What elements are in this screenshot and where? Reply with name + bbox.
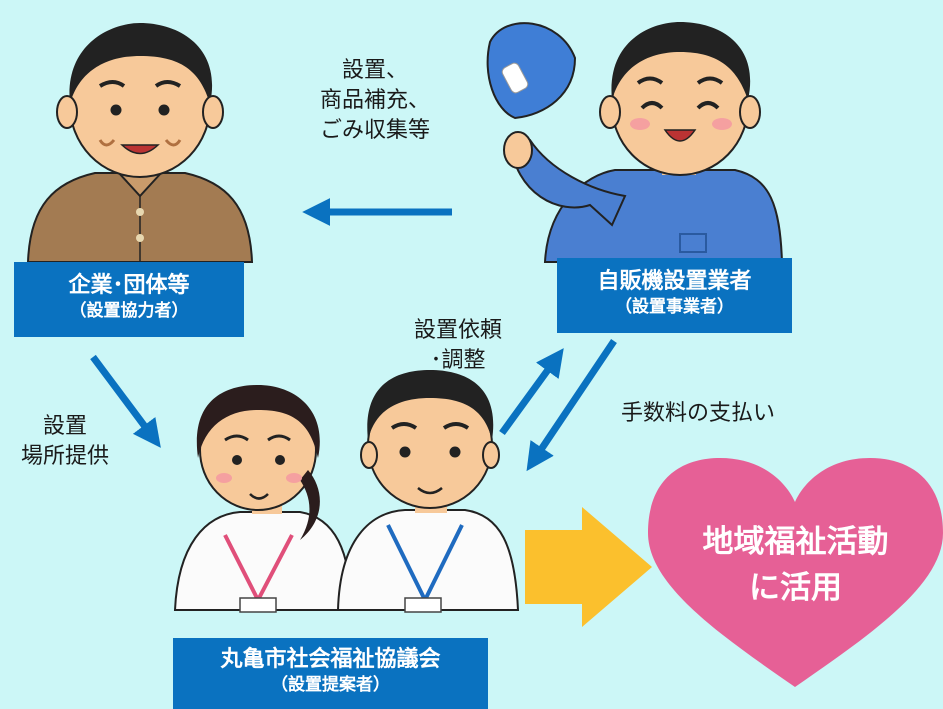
yellow-arrow — [525, 507, 652, 627]
vendor-label-box: 自販機設置業者 （設置事業者） — [557, 258, 792, 333]
company-role-label: （設置協力者） — [69, 301, 189, 321]
heart-shape — [648, 458, 943, 687]
arrow-vendor-to-council — [526, 339, 617, 472]
edge-label-council-to-vendor: 設置依頼 ･調整 — [413, 318, 502, 373]
arrow-company-to-council — [90, 354, 161, 448]
council-label-box: 丸亀市社会福祉協議会 （設置提案者） — [173, 638, 488, 709]
arrow-council-to-vendor — [499, 348, 564, 436]
council-role-label: （設置提案者） — [271, 675, 390, 695]
edge-label-vendor-to-council: 手数料の支払い — [620, 401, 775, 426]
company-label: 企業･団体等 — [68, 273, 190, 298]
result-label: 地域福祉活動 に活用 — [702, 524, 889, 606]
vendor-role-label: （設置事業者） — [615, 297, 734, 317]
council-staff-female-illustration — [173, 385, 354, 613]
council-staff-male-illustration — [336, 370, 520, 613]
edge-label-company-to-council: 設置 場所提供 — [20, 414, 109, 469]
company-person-illustration — [26, 23, 254, 263]
company-label-box: 企業･団体等 （設置協力者） — [14, 262, 244, 337]
council-label: 丸亀市社会福祉協議会 — [220, 647, 441, 672]
edge-label-vendor-to-company: 設置、 商品補充、 ごみ収集等 — [319, 58, 430, 143]
vendor-label: 自販機設置業者 — [597, 269, 752, 294]
vendor-person-illustration — [486, 22, 784, 263]
